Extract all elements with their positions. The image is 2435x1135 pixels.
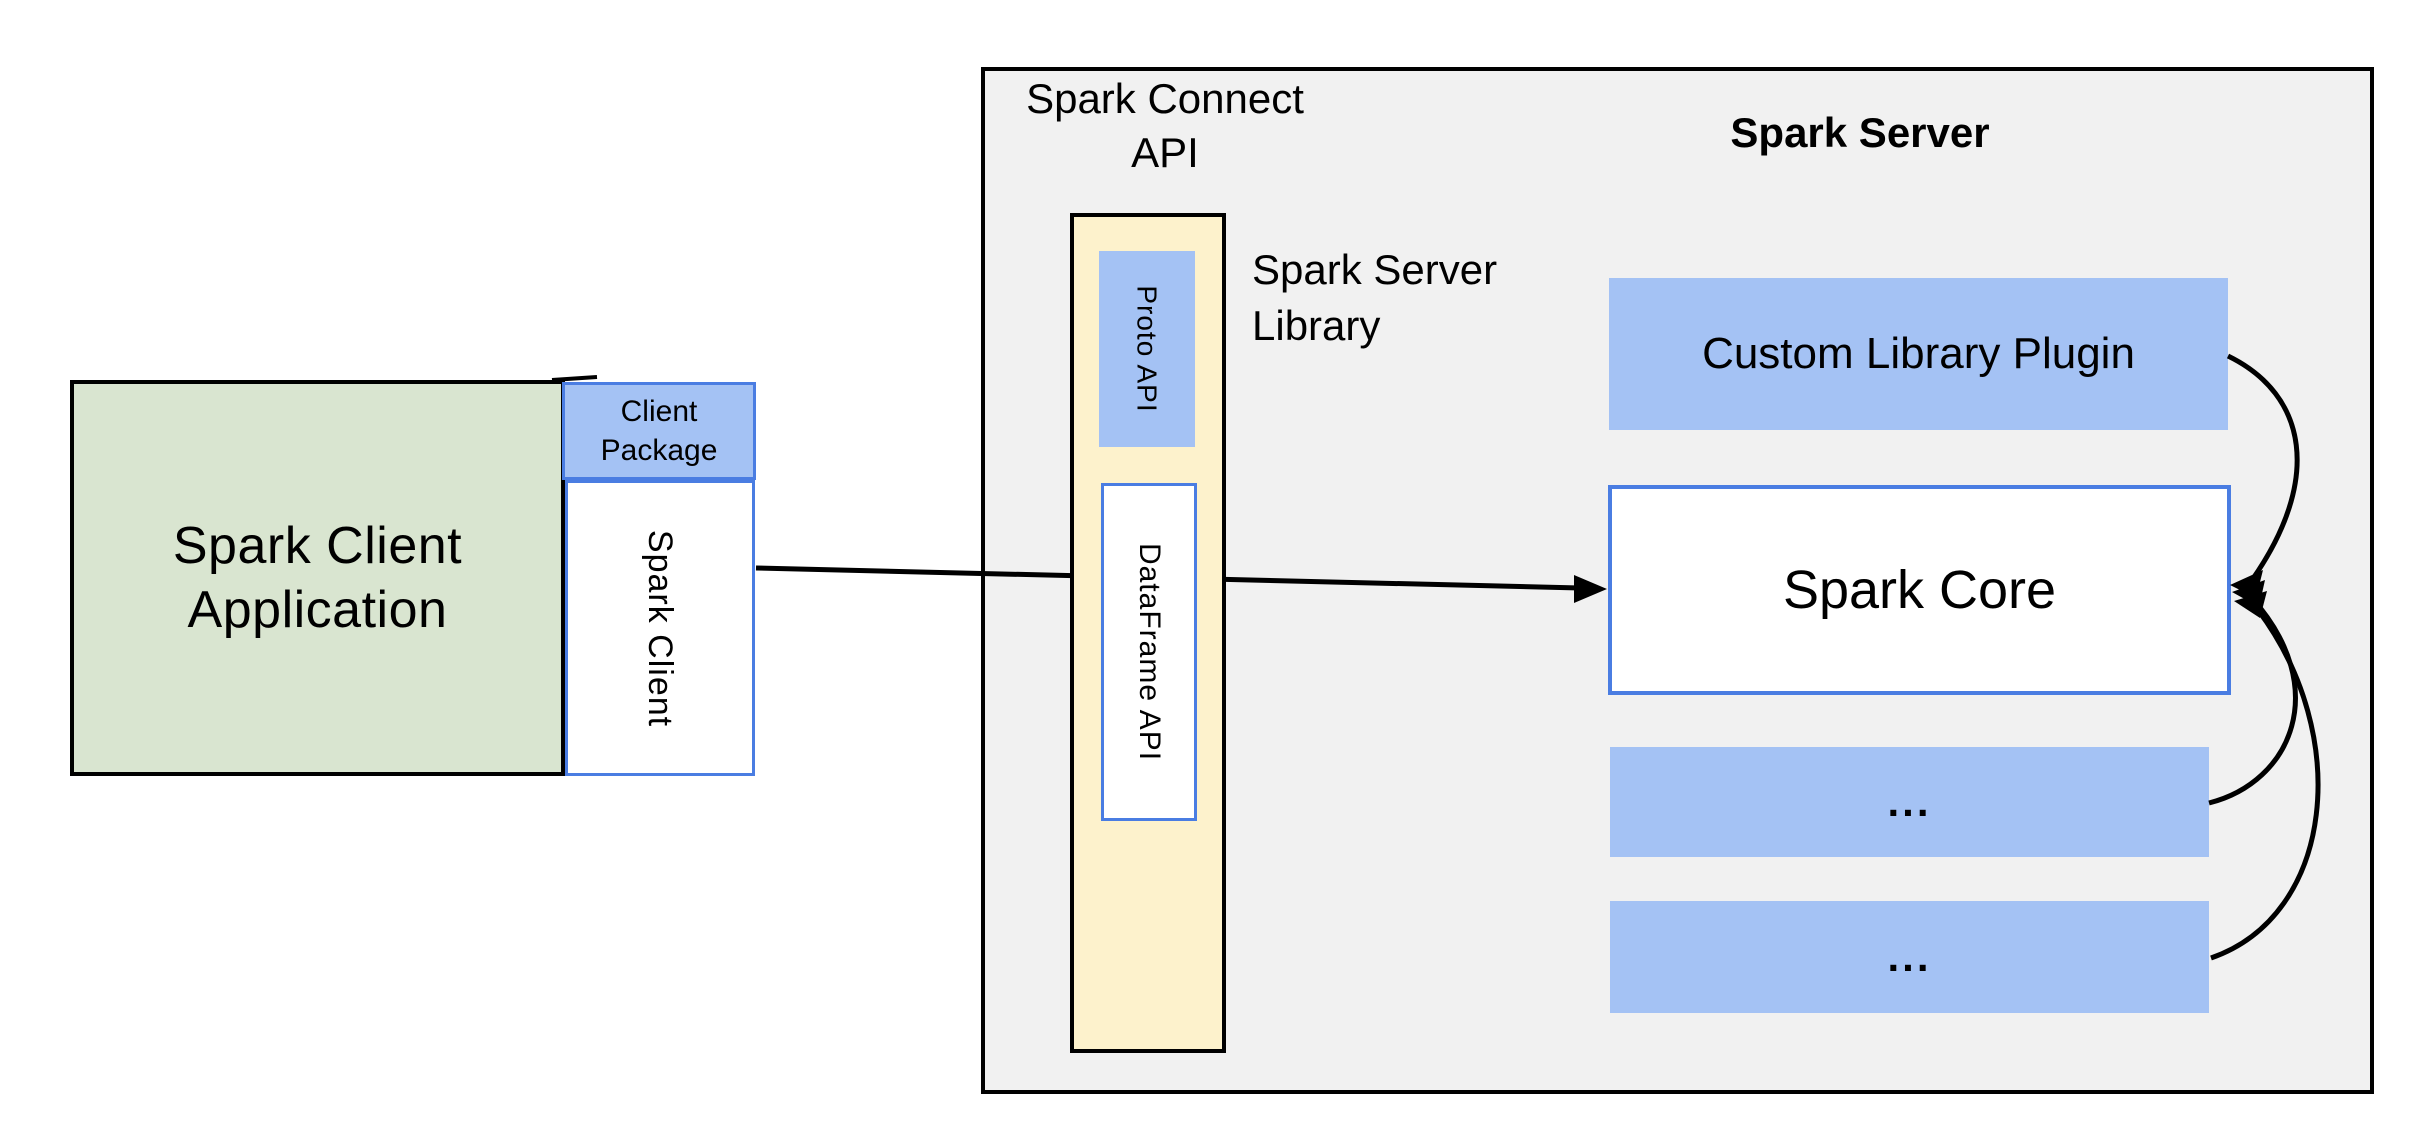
- plugin-slot-2-label: ...: [1887, 933, 1932, 980]
- spark-client-application-line1: Spark Client: [172, 517, 463, 575]
- plugin-slot-2-box: ...: [1610, 901, 2209, 1013]
- client-package-box: Client Package: [562, 382, 756, 480]
- spark-client-application-box: Spark Client Application: [70, 380, 565, 776]
- spark-connect-column-box: Proto API DataFrame API: [1070, 213, 1226, 1053]
- spark-server-library-line1: Spark Server: [1252, 246, 1498, 293]
- client-package-line1: Client: [620, 395, 698, 428]
- client-package-label: Client Package: [601, 392, 718, 470]
- spark-client-application-line2: Application: [187, 581, 448, 639]
- custom-library-plugin-label: Custom Library Plugin: [1702, 329, 2135, 378]
- spark-connect-api-label: Spark Connect API: [985, 72, 1345, 180]
- custom-library-plugin-box: Custom Library Plugin: [1609, 278, 2228, 430]
- spark-client-box: Spark Client: [565, 480, 755, 776]
- spark-server-title: Spark Server: [1730, 109, 1990, 156]
- client-package-line2: Package: [600, 434, 718, 467]
- spark-connect-api-line1: Spark Connect: [1026, 75, 1304, 122]
- proto-api-label: Proto API: [1132, 285, 1164, 413]
- spark-connect-api-line2: API: [1131, 129, 1199, 176]
- dataframe-api-label: DataFrame API: [1133, 542, 1167, 762]
- spark-server-library-label: Spark Server Library: [1252, 242, 1652, 354]
- spark-core-label: Spark Core: [1782, 560, 2057, 620]
- proto-api-box: Proto API: [1099, 251, 1195, 447]
- spark-core-box: Spark Core: [1608, 485, 2231, 695]
- spark-client-label: Spark Client: [641, 529, 680, 727]
- plugin-slot-1-box: ...: [1610, 747, 2209, 857]
- plugin-slot-1-label: ...: [1887, 778, 1932, 825]
- spark-client-application-label: Spark Client Application: [173, 514, 462, 642]
- spark-server-library-line2: Library: [1252, 302, 1381, 349]
- dataframe-api-box: DataFrame API: [1101, 483, 1197, 821]
